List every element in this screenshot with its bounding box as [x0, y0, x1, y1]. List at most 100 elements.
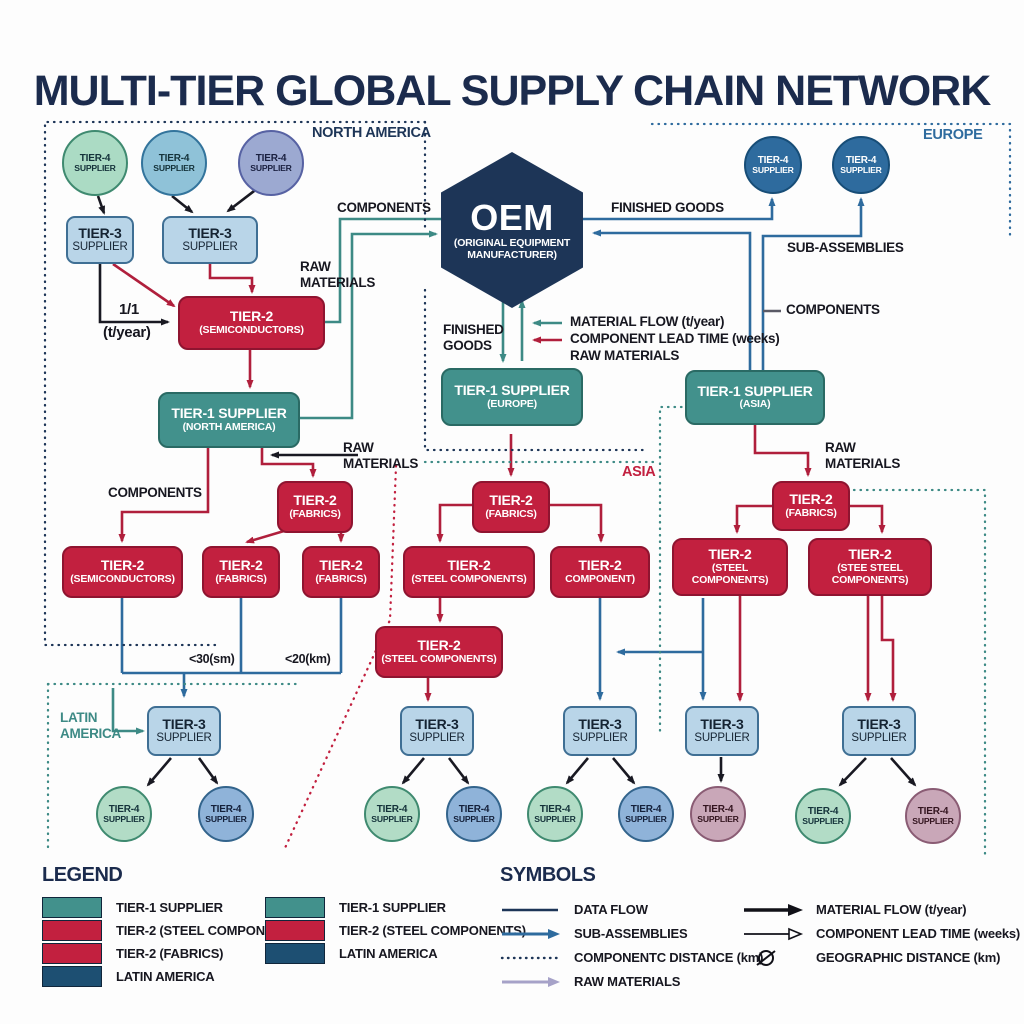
connector-crimson	[880, 596, 897, 702]
node-label: SUPPLIER	[912, 815, 954, 826]
edge-label-1-1: 1/1	[119, 301, 139, 318]
node-tier2-semiconductors-na-2: TIER-2(SEMICONDUCTORS)	[62, 546, 183, 598]
node-label: TIER-2	[489, 492, 533, 509]
node-label: TIER-4	[845, 154, 877, 166]
edge-label-raw-materials: RAW MATERIALS	[300, 259, 376, 290]
legend-swatch	[42, 896, 102, 918]
symbols-column-1: DATA FLOW SUB-ASSEMBLIES COMPONENTC DISTAN…	[500, 898, 763, 993]
node-label: (STEEL	[711, 562, 749, 575]
edge-label-raw-materials: RAW MATERIALS	[343, 440, 419, 471]
region-border-steel	[650, 122, 1012, 242]
node-label: SUPPLIER	[156, 732, 212, 745]
edge-label-component-lead-time-weeks: COMPONENT LEAD TIME (weeks)	[570, 331, 780, 346]
region-border-teal	[658, 405, 690, 737]
node-label: TIER-2	[447, 557, 491, 574]
edge-label-components: COMPONENTS	[108, 485, 202, 500]
node-label: SUPPLIER	[103, 813, 145, 824]
connector-black	[890, 757, 917, 787]
node-label: TIER-4	[807, 805, 839, 817]
node-label: SUPPLIER	[697, 813, 739, 824]
legend-label: TIER-2 (STEEL COMPONENTS)	[339, 922, 526, 938]
region-label-europe: EUROPE	[923, 127, 983, 143]
node-label: TIER-3	[162, 715, 206, 732]
node-tier1-supplier-asia: TIER-1 SUPPLIER(ASIA)	[685, 370, 825, 425]
node-label: TIER-4	[917, 805, 949, 817]
legend-title: LEGEND	[42, 864, 123, 886]
node-label: SUPPLIER	[802, 815, 844, 826]
symbol-label: DATA FLOW	[574, 902, 648, 917]
edge-label-components: COMPONENTS	[337, 200, 431, 215]
symbol-item-data-flow: DATA FLOW	[500, 898, 763, 921]
symbol-item-geographic-distance-km: GEOGRAPHIC DISTANCE (km)	[742, 946, 1020, 969]
node-label: TIER-2	[789, 491, 833, 508]
symbol-item-raw-materials: RAW MATERIALS	[500, 970, 763, 993]
connector-crimson	[550, 503, 605, 543]
node-tier2-steel-components-asia-mid: TIER-2(STEEL COMPONENTS)	[403, 546, 535, 598]
node-label: TIER-2	[319, 557, 363, 574]
legend-label: TIER-1 SUPPLIER	[116, 899, 223, 915]
node-label: MANUFACTURER)	[467, 249, 557, 262]
node-label: (EUROPE)	[487, 397, 537, 410]
symbol-label: GEOGRAPHIC DISTANCE (km)	[816, 950, 1001, 965]
node-label: TIER-4	[757, 154, 789, 166]
connector-black	[612, 757, 636, 785]
node-label: TIER-2	[219, 557, 263, 574]
connector-steel	[592, 229, 752, 370]
data-flow-line	[500, 901, 566, 919]
node-label: (SEMICONDUCTORS)	[199, 323, 304, 336]
legend-swatch	[265, 919, 325, 941]
node-label: TIER-4	[210, 803, 242, 815]
node-label: SUPPLIER	[851, 732, 907, 745]
legend-item-tier-1-supplier: TIER-1 SUPPLIER	[42, 896, 303, 918]
legend-label: TIER-1 SUPPLIER	[339, 899, 446, 915]
symbol-item-sub-assemblies: SUB-ASSEMBLIES	[500, 922, 763, 945]
legend-item-tier-2-steel-components: TIER-2 (STEEL COMPONENTS)	[265, 919, 526, 941]
node-label: TIER-3	[78, 224, 122, 241]
legend-item-tier-1-supplier: TIER-1 SUPPLIER	[265, 896, 526, 918]
symbol-label: COMPONENTC DISTANCE (km)	[574, 950, 764, 965]
node-label: SUPPLIER	[572, 732, 628, 745]
connector-black	[98, 264, 170, 326]
node-label: TIER-2	[708, 546, 752, 563]
node-label: SUPPLIER	[371, 813, 413, 824]
dotted-distance-line	[500, 949, 566, 967]
connector-black	[171, 194, 194, 214]
material-flow-arrow	[742, 901, 808, 919]
node-label: TIER-3	[415, 715, 459, 732]
legend-label: TIER-2 (STEEL COMPONENTS)	[116, 922, 303, 938]
node-label: (NORTH AMERICA)	[182, 420, 276, 433]
node-label: TIER-4	[702, 803, 734, 815]
node-label: TIER-4	[458, 803, 490, 815]
node-tier2-fabrics-asia-mid: TIER-2(FABRICS)	[472, 481, 550, 533]
connector-black	[838, 757, 867, 787]
node-label: COMPONENTS)	[831, 573, 909, 586]
node-label: SUPPLIER	[694, 732, 750, 745]
node-label: (FABRICS)	[289, 507, 341, 520]
node-label: SUPPLIER	[625, 813, 667, 824]
node-label: (ASIA)	[739, 398, 771, 411]
node-label: TIER-1 SUPPLIER	[697, 382, 813, 399]
node-label: (SEMICONDUCTORS)	[70, 572, 175, 585]
node-label: TIER-4	[376, 803, 408, 815]
node-label: (FABRICS)	[785, 506, 837, 519]
node-label: SUPPLIER	[182, 241, 238, 254]
legend-swatch	[42, 942, 102, 964]
connector-steel	[761, 197, 865, 370]
region-border-navy	[423, 288, 647, 452]
